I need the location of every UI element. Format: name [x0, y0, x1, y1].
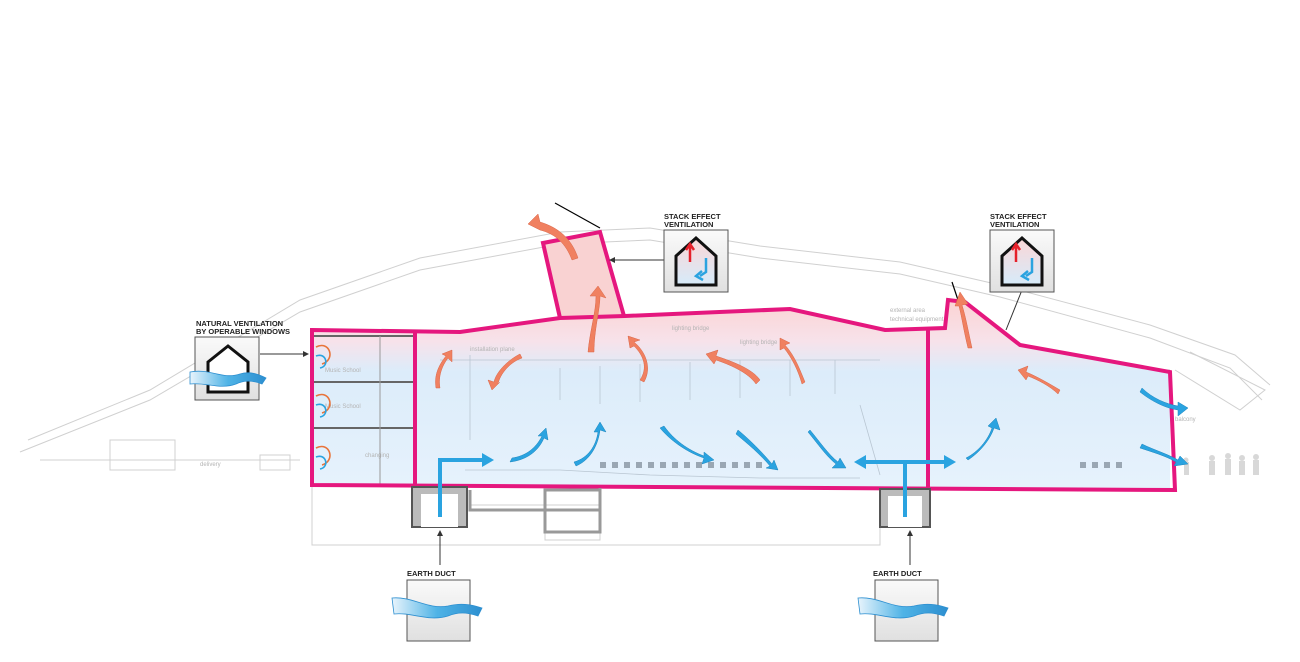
cool-down-arrow-icon: [693, 258, 708, 282]
label-balcony: balcony: [1175, 417, 1196, 423]
label-music-school-upper: Music School: [325, 368, 361, 374]
operable-windows: [315, 344, 331, 470]
wind-wave-icon: [189, 370, 267, 387]
earth-duct-left-label: EARTH DUCT: [407, 569, 456, 578]
ground-structure: [411, 486, 931, 534]
earth-duct-callout-right: EARTH DUCT: [857, 569, 949, 642]
stack-effect-callout-left: STACK EFFECT VENTILATION: [663, 212, 729, 293]
stack-effect-callout-right: STACK EFFECT VENTILATION: [989, 212, 1055, 293]
stack-effect-right-line1: STACK EFFECT: [990, 212, 1047, 221]
climate-zone-fill: [312, 300, 1170, 488]
cool-down-arrow-icon-right: [1019, 258, 1034, 282]
label-technical-equipment: technical equipment: [890, 317, 944, 323]
seat-rows: [600, 462, 1122, 468]
warm-up-arrow-icon: [684, 241, 696, 262]
faint-labels: delivery Music School Music School chang…: [200, 308, 1196, 468]
label-lighting-bridge-2: lighting bridge: [740, 340, 778, 346]
label-music-school-lower: Music School: [325, 404, 361, 410]
label-delivery: delivery: [200, 462, 221, 468]
warm-up-arrow-icon-right: [1010, 241, 1022, 262]
stack-effect-right-line2: VENTILATION: [990, 220, 1039, 229]
natural-ventilation-title-line1: NATURAL VENTILATION: [196, 319, 283, 328]
stack-chimney-outline: [540, 229, 626, 319]
cool-air-arrows: [509, 387, 1189, 471]
earth-duct-airflow: [438, 458, 945, 517]
warm-air-arrows: [435, 213, 1061, 395]
people-silhouettes: [1183, 453, 1259, 475]
climate-envelope-outline: [310, 297, 1178, 493]
label-changing: changing: [365, 453, 389, 459]
label-external-area: external area: [890, 308, 926, 314]
earth-duct-right-label: EARTH DUCT: [873, 569, 922, 578]
natural-ventilation-callout: NATURAL VENTILATION BY OPERABLE WINDOWS: [189, 319, 290, 401]
roof-vents: [554, 202, 959, 301]
callout-leaders: [260, 257, 1023, 565]
earth-duct-wave-icon-left: [391, 597, 483, 619]
label-lighting-bridge-1: lighting bridge: [672, 326, 710, 332]
earth-duct-wave-icon-right: [857, 597, 949, 619]
stack-effect-left-line1: STACK EFFECT: [664, 212, 721, 221]
stack-effect-left-line2: VENTILATION: [664, 220, 713, 229]
natural-ventilation-title-line2: BY OPERABLE WINDOWS: [196, 327, 290, 336]
duct-arrowheads: [482, 453, 956, 469]
earth-duct-callout-left: EARTH DUCT: [391, 569, 483, 642]
label-installation-plane: installation plane: [470, 347, 515, 353]
